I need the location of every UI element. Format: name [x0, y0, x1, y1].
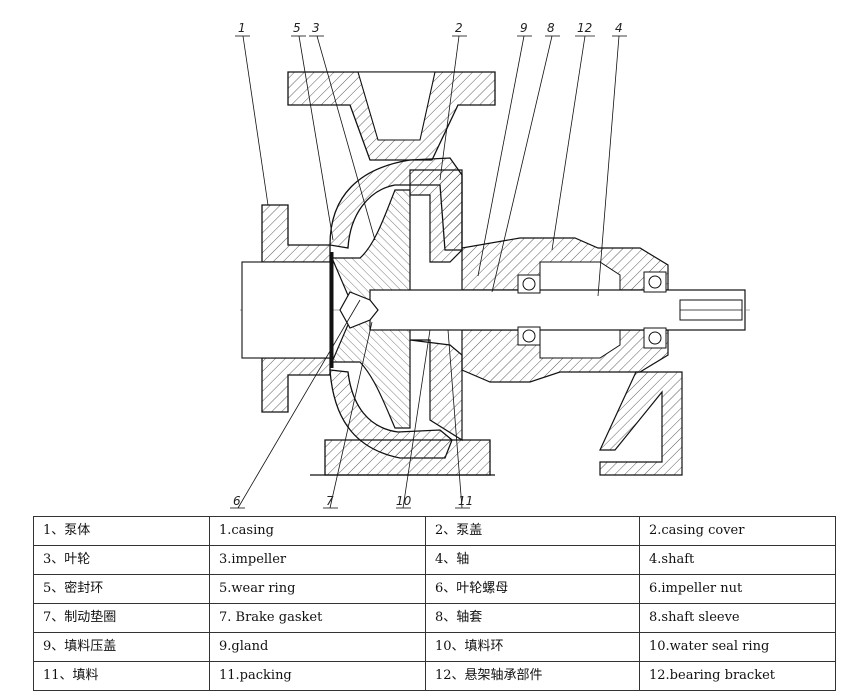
bearing-inner-lower — [517, 326, 541, 346]
table-row: 9、填料压盖 9.gland 10、填料环 10.water seal ring — [33, 632, 836, 662]
part-cn: 8、轴套 — [425, 603, 640, 633]
table-row: 3、叶轮 3.impeller 4、轴 4.shaft — [33, 545, 836, 575]
bracket-support — [599, 371, 683, 476]
part-en: 11.packing — [209, 661, 426, 691]
part-en: 10.water seal ring — [639, 632, 836, 662]
part-en: 12.bearing bracket — [639, 661, 836, 691]
casing-foot — [324, 439, 491, 476]
part-en: 6.impeller nut — [639, 574, 836, 604]
callout-5: 5 — [293, 21, 301, 35]
part-cn: 2、泵盖 — [425, 516, 640, 546]
part-cn: 12、悬架轴承部件 — [425, 661, 640, 691]
bearing-inner — [517, 274, 541, 294]
part-en: 5.wear ring — [209, 574, 426, 604]
part-cn: 10、填料环 — [425, 632, 640, 662]
table-row: 7、制动垫圈 7. Brake gasket 8、轴套 8.shaft slee… — [33, 603, 836, 633]
part-cn: 5、密封环 — [33, 574, 210, 604]
callout-4: 4 — [615, 21, 623, 35]
callout-11: 11 — [458, 494, 473, 508]
callout-9: 9 — [520, 21, 528, 35]
part-en: 3.impeller — [209, 545, 426, 575]
part-en: 9.gland — [209, 632, 426, 662]
casing-cover-lower — [409, 339, 463, 442]
part-cn: 9、填料压盖 — [33, 632, 210, 662]
callout-10: 10 — [396, 494, 412, 508]
discharge-bore — [357, 71, 436, 141]
bearing-outer-lower — [643, 327, 667, 349]
part-cn: 1、泵体 — [33, 516, 210, 546]
parts-legend-table: 1、泵体 1.casing 2、泵盖 2.casing cover 3、叶轮 3… — [33, 516, 836, 691]
impeller-nut — [339, 291, 379, 329]
table-row: 11、填料 11.packing 12、悬架轴承部件 12.bearing br… — [33, 661, 836, 691]
suction-flange-lower — [261, 357, 331, 413]
callout-2: 2 — [455, 21, 463, 35]
suction-flange-upper — [261, 204, 331, 263]
callout-1: 1 — [238, 21, 246, 35]
part-cn: 3、叶轮 — [33, 545, 210, 575]
part-en: 8.shaft sleeve — [639, 603, 836, 633]
part-cn: 6、叶轮螺母 — [425, 574, 640, 604]
part-en: 2.casing cover — [639, 516, 836, 546]
suction-bore — [241, 261, 331, 359]
callout-labels: 1 5 3 2 9 8 12 4 6 7 10 11 — [233, 21, 623, 508]
part-en: 7. Brake gasket — [209, 603, 426, 633]
part-cn: 7、制动垫圈 — [33, 603, 210, 633]
part-en: 4.shaft — [639, 545, 836, 575]
bearing-outer — [643, 271, 667, 293]
callout-7: 7 — [326, 494, 334, 508]
part-cn: 4、轴 — [425, 545, 640, 575]
callout-12: 12 — [577, 21, 592, 35]
callout-3: 3 — [312, 21, 320, 35]
table-row: 1、泵体 1.casing 2、泵盖 2.casing cover — [33, 516, 836, 546]
callout-6: 6 — [233, 494, 241, 508]
table-row: 5、密封环 5.wear ring 6、叶轮螺母 6.impeller nut — [33, 574, 836, 604]
part-en: 1.casing — [209, 516, 426, 546]
pump-cross-section-drawing: 1 5 3 2 9 8 12 4 6 7 10 11 — [230, 21, 750, 509]
callout-8: 8 — [547, 21, 555, 35]
callout-leaders — [230, 35, 627, 509]
casing-cover — [409, 169, 463, 263]
part-cn: 11、填料 — [33, 661, 210, 691]
